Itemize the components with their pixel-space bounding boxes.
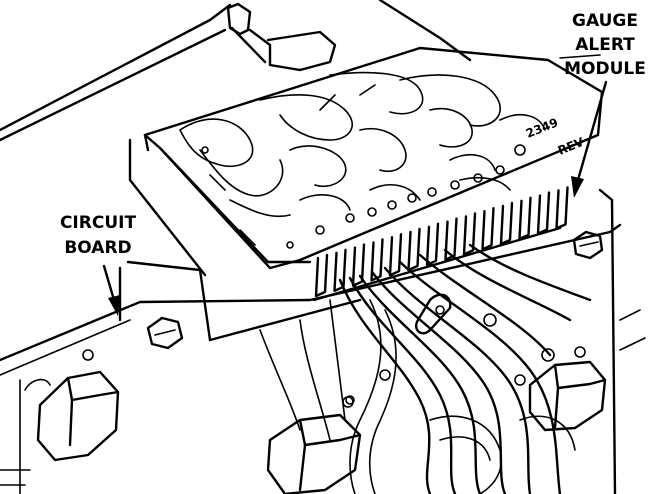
module-rev-text: REV bbox=[556, 135, 587, 158]
bolt-left bbox=[146, 316, 184, 350]
bolt-right bbox=[572, 230, 604, 260]
connector-pin bbox=[462, 212, 477, 256]
circuit-board-traces bbox=[259, 243, 592, 494]
connector-pin bbox=[388, 233, 403, 277]
circuit-board-leader bbox=[102, 264, 120, 316]
connector-pin bbox=[444, 217, 458, 261]
connector-post bbox=[226, 2, 337, 72]
connector-pin bbox=[425, 222, 440, 266]
label-line-module: MODULE bbox=[564, 59, 646, 79]
bulb-socket-right bbox=[528, 346, 607, 432]
connector-pin bbox=[351, 243, 366, 287]
connector-pin bbox=[481, 207, 495, 251]
connector-pin bbox=[536, 191, 551, 235]
connector-pin bbox=[555, 186, 569, 230]
gauge-alert-module-board bbox=[143, 46, 604, 270]
gauge-alert-module-leader bbox=[571, 80, 608, 198]
connector-pin bbox=[314, 253, 329, 298]
bulb-socket-center bbox=[266, 413, 362, 494]
gauge-alert-module-label: GAUGE ALERT MODULE bbox=[564, 11, 646, 79]
circuit-board-label: CIRCUIT BOARD bbox=[60, 213, 136, 258]
connector-pin bbox=[333, 248, 347, 292]
connector-pin bbox=[407, 227, 421, 272]
connector-pin bbox=[499, 201, 514, 246]
bulb-socket-left bbox=[24, 370, 120, 462]
label-line-circuit: CIRCUIT bbox=[60, 213, 136, 233]
label-line-board: BOARD bbox=[64, 238, 131, 258]
housing-details bbox=[0, 54, 646, 486]
label-line-alert: ALERT bbox=[575, 35, 635, 55]
label-line-gauge: GAUGE bbox=[572, 11, 638, 31]
module-part-number: 2349 bbox=[524, 115, 560, 140]
cluster-housing bbox=[0, 0, 622, 494]
connector-pin bbox=[518, 196, 532, 240]
